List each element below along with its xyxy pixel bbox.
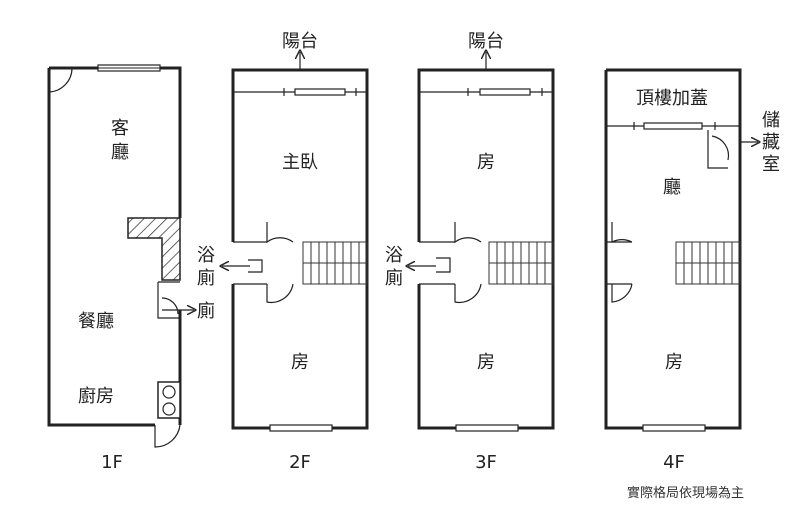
label-bath-3f-1: 浴 <box>385 245 403 266</box>
floor-3f-doors <box>454 222 482 304</box>
floor-1f: 客 廳 餐廳 廚房 廁 1F <box>47 64 215 473</box>
room-dining: 餐廳 <box>78 311 114 332</box>
label-bath-2f-2: 廁 <box>197 267 215 289</box>
floor-2f-walls <box>231 68 369 430</box>
room-master: 主臥 <box>282 152 318 173</box>
floor-label-4f: 4F <box>663 452 685 473</box>
floor-4f-walls <box>604 68 742 430</box>
label-bath-3f-2: 廁 <box>385 267 403 289</box>
room-4f-hall: 廳 <box>663 177 681 198</box>
floor-2f-window-bottom <box>269 424 333 432</box>
floor-2f-window-top <box>294 88 346 96</box>
label-storage-3: 室 <box>762 154 780 175</box>
floor-3f-walls <box>417 68 555 430</box>
floor-2f: 陽台 主臥 浴 廁 房 2F <box>197 31 369 473</box>
label-balcony-3f: 陽台 <box>468 31 504 52</box>
stove <box>157 381 181 419</box>
label-storage-1: 儲 <box>762 110 780 131</box>
label-bath-2f-1: 浴 <box>197 245 215 266</box>
room-3f-back: 房 <box>477 352 495 373</box>
floor-4f: 頂樓加蓋 廳 房 儲 藏 室 4F <box>604 68 780 473</box>
floor-4f-window-bottom <box>642 424 706 432</box>
toilet-door <box>157 281 180 319</box>
floor-label-3f: 3F <box>475 452 497 473</box>
floor-label-1f: 1F <box>101 452 123 473</box>
stair-core-hatch <box>127 217 181 281</box>
storage-door <box>707 130 730 169</box>
room-living-2: 廳 <box>111 142 129 163</box>
room-rooftop: 頂樓加蓋 <box>636 88 708 109</box>
label-toilet: 廁 <box>197 300 215 322</box>
floor-3f: 陽台 房 浴 廁 房 3F <box>385 31 555 473</box>
room-2f-back: 房 <box>291 352 309 373</box>
floor-4f-window-mid <box>643 122 703 130</box>
disclaimer-note: 實際格局依現場為主 <box>627 485 744 501</box>
floor-4f-doors <box>606 222 633 303</box>
room-3f-front: 房 <box>477 152 495 173</box>
label-storage-2: 藏 <box>762 132 780 153</box>
entrance-door <box>48 67 73 93</box>
room-4f-back: 房 <box>665 352 683 373</box>
floor-3f-window-bottom <box>455 424 519 432</box>
room-kitchen: 廚房 <box>78 385 114 407</box>
floor-2f-doors <box>266 222 294 304</box>
back-door <box>154 424 181 448</box>
label-balcony-2f: 陽台 <box>282 31 318 52</box>
floor-3f-window-top <box>479 88 531 96</box>
floor-label-2f: 2F <box>289 452 311 473</box>
room-living-1: 客 <box>111 118 129 139</box>
